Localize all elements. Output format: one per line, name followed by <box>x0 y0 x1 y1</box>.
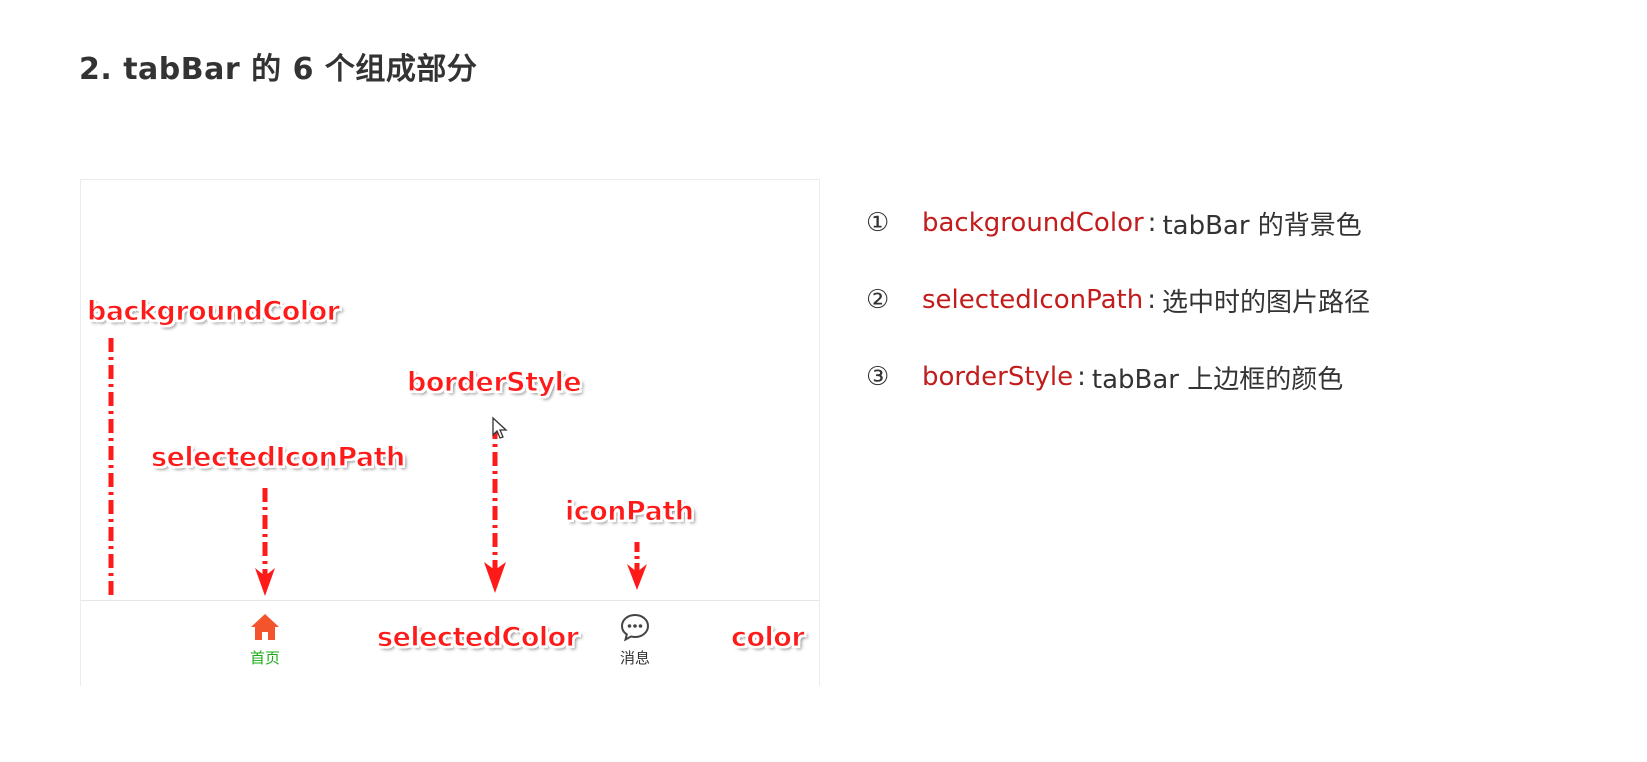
list-item: ③ borderStyle : tabBar 上边框的颜色 <box>866 360 1370 395</box>
tab-bar: 首页 消息 <box>81 600 819 686</box>
home-icon <box>251 614 279 640</box>
item-number: ③ <box>866 362 890 392</box>
item-keyword: borderStyle <box>922 362 1074 392</box>
list-item: ① backgroundColor : tabBar 的背景色 <box>866 206 1370 241</box>
item-keyword: selectedIconPath <box>922 285 1144 315</box>
annotation-color: color <box>730 622 805 654</box>
tabbar-screenshot-figure: backgroundColor borderStyle selectedIcon… <box>80 179 820 686</box>
tab-messages[interactable]: 消息 <box>595 611 675 668</box>
arrowhead-border-style <box>484 562 506 593</box>
item-number: ① <box>866 208 890 238</box>
mouse-cursor-icon <box>492 416 508 439</box>
item-separator: : <box>1147 208 1157 238</box>
item-description: 选中时的图片路径 <box>1161 287 1370 318</box>
arrowhead-selected-icon-path <box>255 568 275 596</box>
chat-bubble-icon <box>620 613 650 642</box>
annotation-selected-color: selectedColor <box>376 622 579 654</box>
annotation-border-style: borderStyle <box>406 367 582 399</box>
arrowhead-icon-path <box>627 564 647 590</box>
item-number: ② <box>866 285 890 315</box>
annotation-icon-path: iconPath <box>564 496 694 528</box>
tab-home-label: 首页 <box>249 649 280 667</box>
tab-messages-label: 消息 <box>619 649 650 667</box>
item-separator: : <box>1077 362 1086 392</box>
item-keyword: backgroundColor <box>922 208 1144 238</box>
slide-title: 2. tabBar 的 6 个组成部分 <box>79 52 478 87</box>
item-description: tabBar 上边框的颜色 <box>1091 364 1344 395</box>
tab-home[interactable]: 首页 <box>225 611 305 668</box>
item-description: tabBar 的背景色 <box>1162 210 1362 241</box>
list-item: ② selectedIconPath : 选中时的图片路径 <box>866 283 1370 318</box>
annotation-background-color: backgroundColor <box>86 296 340 328</box>
annotation-selected-icon-path: selectedIconPath <box>151 442 406 474</box>
property-list: ① backgroundColor : tabBar 的背景色 ② select… <box>866 206 1370 437</box>
item-separator: : <box>1147 285 1156 315</box>
